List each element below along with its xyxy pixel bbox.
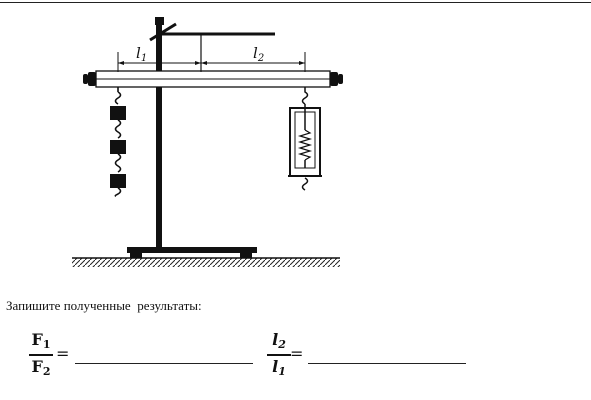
label-l1: l1 (136, 44, 147, 64)
stand-foot-left (130, 253, 142, 258)
fraction-numerator: l2 (272, 330, 286, 351)
fraction-denominator: F2 (31, 357, 51, 378)
lever-end-right-cap (338, 74, 343, 84)
dimension-arrow-l1-right (195, 61, 201, 65)
fraction-numerator: F1 (31, 330, 51, 351)
ground-hatching (72, 258, 340, 267)
hanging-weights (110, 87, 126, 197)
stand-clamp-knob (155, 17, 164, 25)
lever-end-left (88, 72, 96, 86)
fraction-denominator: l1 (272, 357, 286, 378)
answer-blank-force[interactable] (75, 363, 253, 364)
stand-base (127, 247, 257, 253)
top-border-line (0, 2, 591, 3)
answer-blank-length[interactable] (308, 363, 466, 364)
instruction-text: Запишите полученные результаты: (6, 298, 202, 313)
label-l2: l2 (253, 44, 264, 64)
stand-clamp (149, 22, 177, 42)
stand-foot-right (240, 253, 252, 258)
stand-rod (156, 20, 162, 248)
equals-sign: = (290, 344, 304, 363)
dynamometer (288, 87, 322, 191)
dimension-arrow-l1-left (118, 61, 124, 65)
fraction-bar (267, 354, 291, 356)
dimension-arrow-l2-left (201, 61, 207, 65)
lever-diagram: l1 l2 (72, 17, 343, 267)
lever-end-left-cap (83, 74, 88, 84)
equals-sign: = (56, 344, 70, 363)
lever-end-right (330, 72, 338, 86)
fraction-bar (29, 354, 53, 356)
dimension-arrow-l2-right (299, 61, 305, 65)
